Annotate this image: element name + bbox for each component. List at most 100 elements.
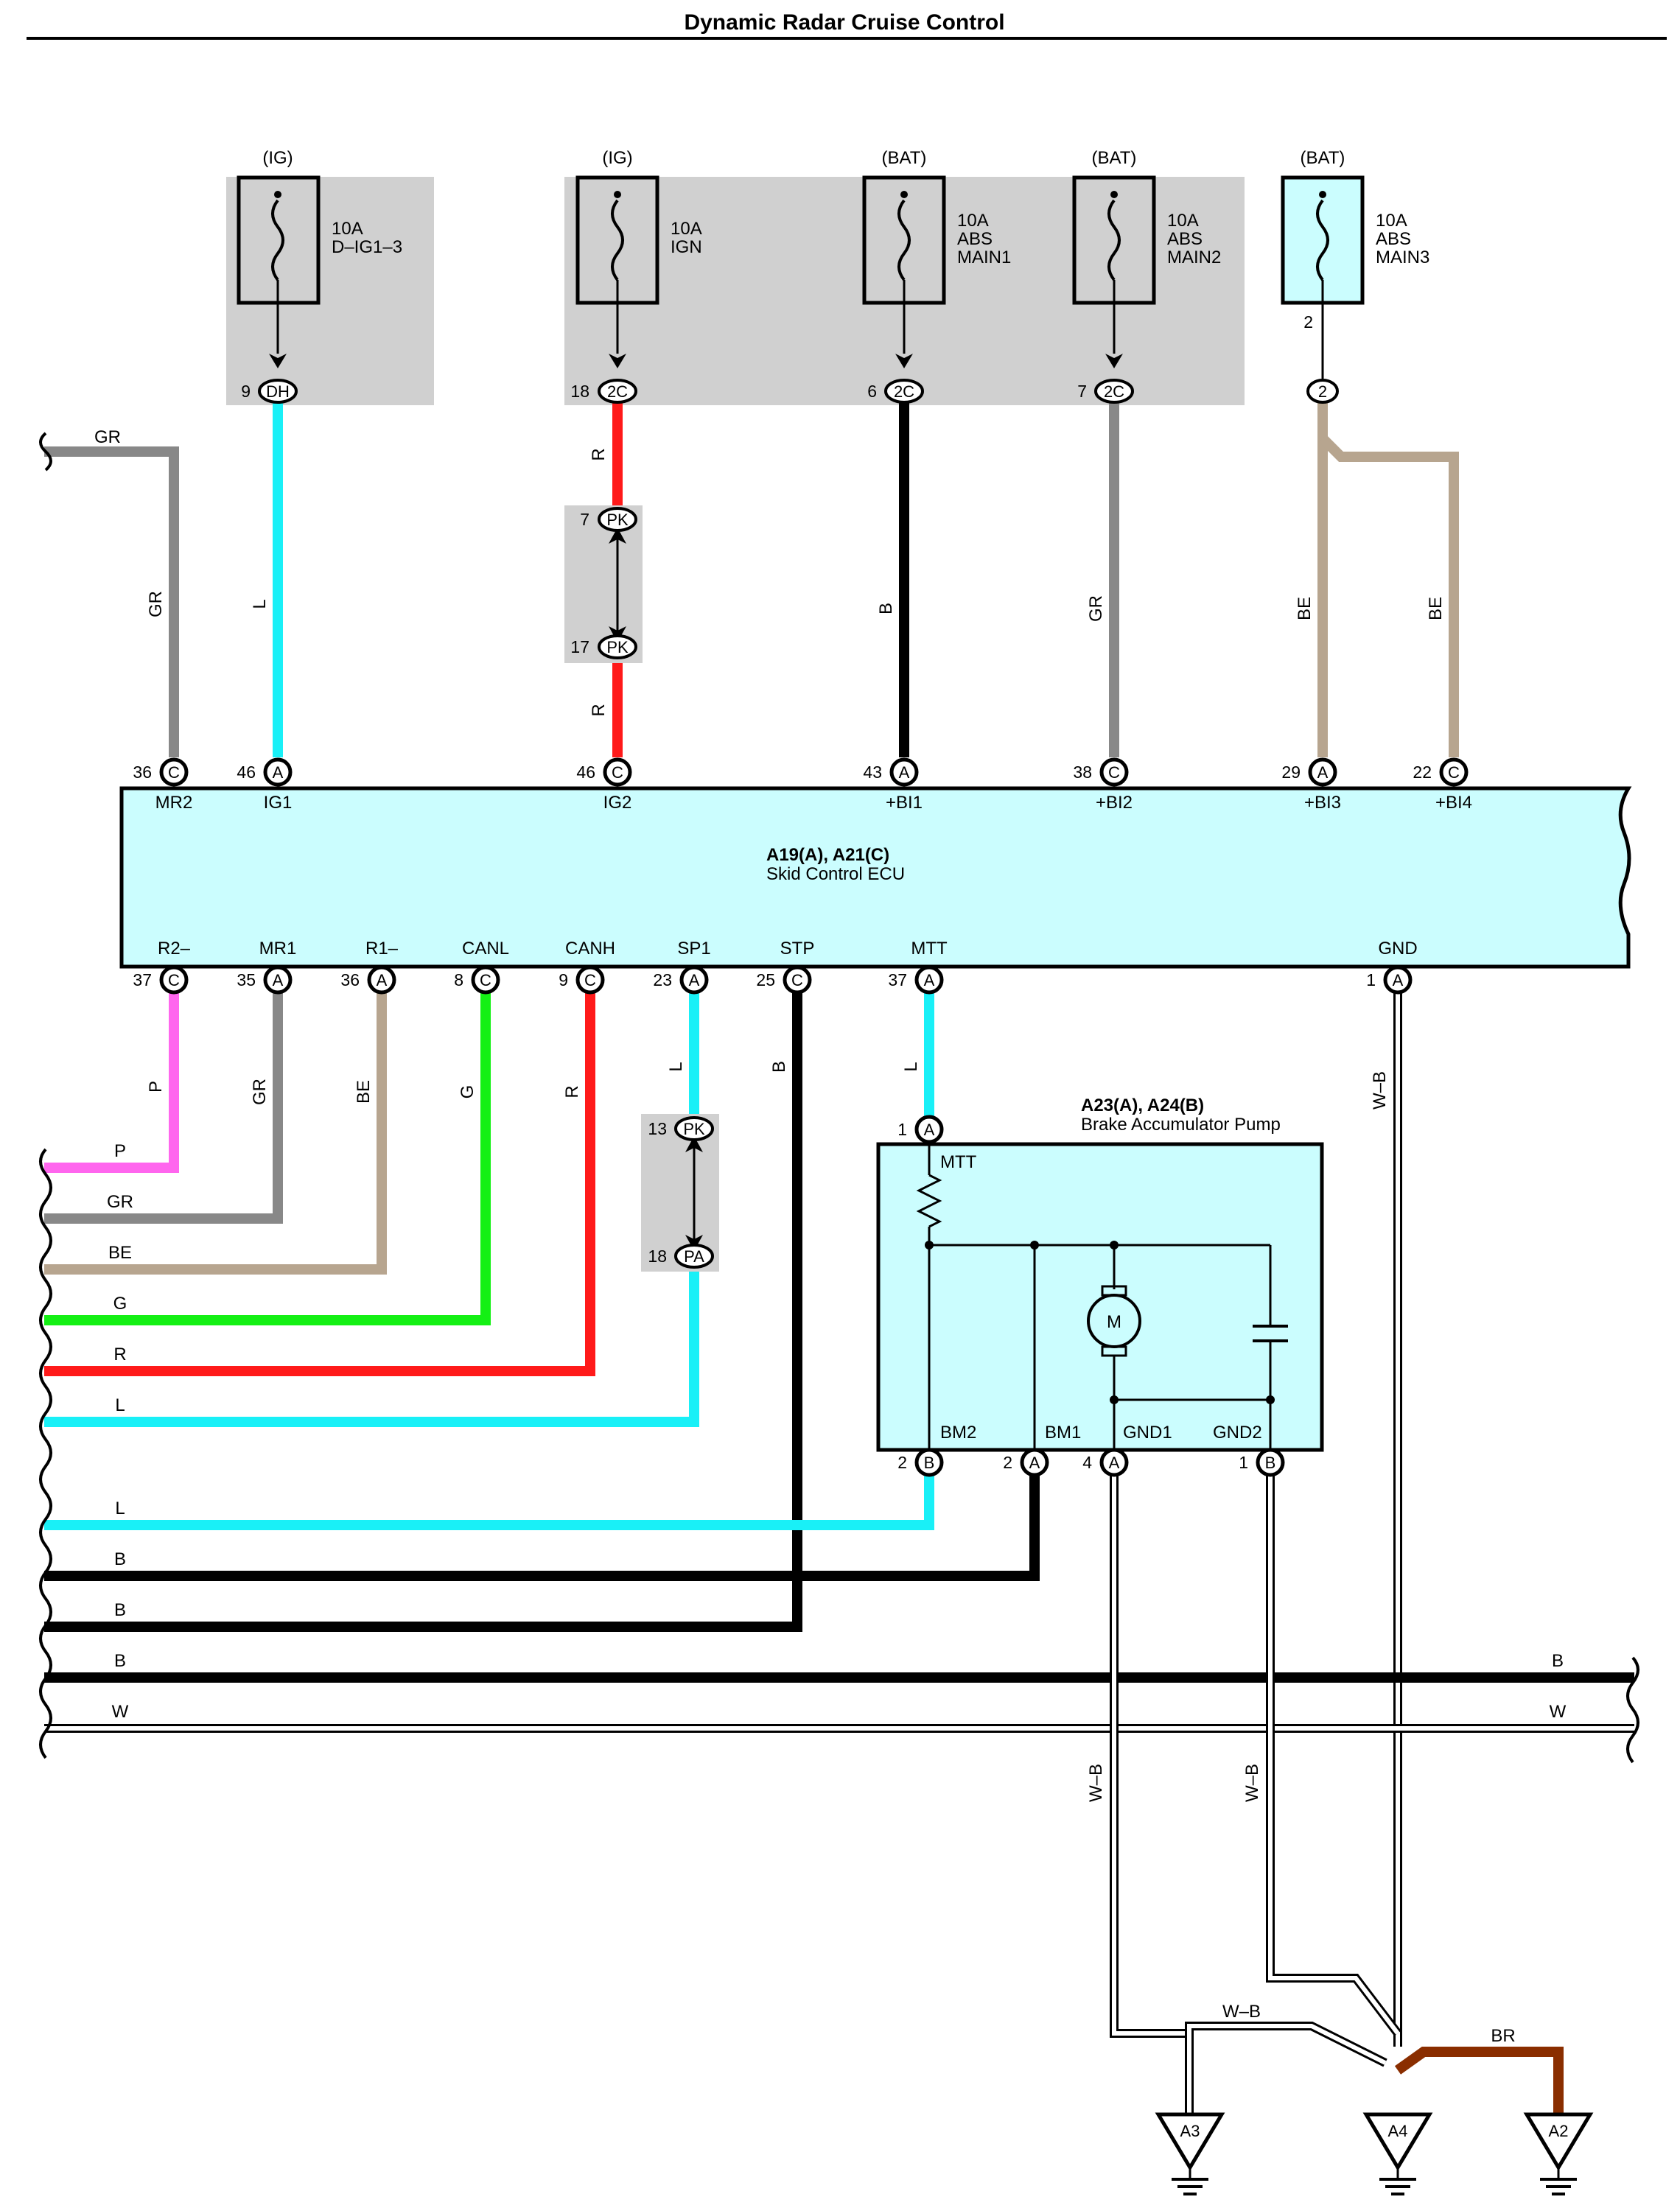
ground-a3-label: A3 [1180,2122,1200,2140]
fuse-4-name2: MAIN2 [1167,248,1221,267]
fuse-3-rating: 10A [957,211,989,231]
pump-pin-gnd2-num: 1 [1239,1453,1248,1472]
wire-bm2 [44,1473,934,1530]
ecu-name: Skid Control ECU [766,864,905,884]
diagram-title: Dynamic Radar Cruise Control [684,10,1004,35]
fuse-abs-main3: (BAT) 2 10A ABS MAIN3 [1281,148,1429,379]
pump-codes: A23(A), A24(B) [1081,1096,1204,1115]
bundle-label-4: R [113,1345,126,1364]
fuse-connectors: DH 9 2C 18 2C 6 2C 7 2 [241,379,1339,404]
ecu-pin-mr1-name: MR1 [259,939,297,958]
fuse-1-supply: (IG) [262,148,293,168]
ecu-pin-bi1-conn: A [899,763,910,782]
pump-pin-mtt-conn: A [924,1121,935,1139]
bundle-label-3: G [113,1294,127,1314]
wire-stp [44,980,802,1632]
fuse-shade-1 [226,177,434,405]
connector-pa-18 [674,1244,714,1269]
pump-pin-mtt-name: MTT [940,1152,977,1172]
ecu-pin-sp1-name: SP1 [677,939,710,958]
wire-label-bi4: BE [1426,597,1446,620]
ecu-pin-bi1-num: 43 [863,763,882,782]
ecu-pin-ig2-num: 46 [576,763,595,782]
fuse-2-name: IGN [671,237,702,257]
wire-label-r2: P [146,1081,166,1093]
ecu-pin-ig1-name: IG1 [264,793,293,813]
ecu-pin-bi4-name: +BI4 [1435,793,1472,813]
fuse-2-supply: (IG) [602,148,632,168]
ground-a4-label: A4 [1388,2122,1408,2140]
fuse-1-rating: 10A [332,219,363,239]
ecu-pin-canl-name: CANL [462,939,509,958]
wire-ground-link [1185,2022,1387,2067]
ecu-pin-r2-conn: C [168,971,180,989]
left-bundle-labels: P GR BE G R L L B B B W B W [107,1141,1567,1722]
ecu-pin-bi4-conn: C [1448,763,1460,782]
bundle-label-5: L [115,1395,125,1415]
ground-a2: A2 [1523,2112,1594,2195]
wire-label-bi2: GR [1086,595,1106,622]
ecu-pin-bi2-num: 38 [1073,763,1092,782]
wire-r2 [44,980,179,1173]
wire-label-mr2: GR [146,591,166,617]
pump-pin-mtt [914,1115,944,1144]
pump-pin-gnd1-conn: A [1109,1454,1120,1472]
fuse-5-rating: 10A [1376,211,1407,231]
connector-pk-13 [674,1116,714,1141]
ground-a3: A3 [1155,2112,1225,2195]
bundle-label-2: BE [108,1243,132,1263]
wire-label-ecu-gnd: W–B [1370,1071,1390,1110]
ecu-pin-sp1-num: 23 [653,970,672,989]
wire-sp1-b [44,1269,699,1427]
ecu-pin-canl-conn: C [480,971,491,989]
conn-main3-label: 2 [1318,382,1327,401]
bundle-label-1: GR [107,1192,133,1212]
ecu-top-pins: C 36 MR2 A 46 IG1 C 46 IG2 A 43 +BI1 C 3… [133,757,1472,813]
fuse-d-ig1-3: (IG) 10A D–IG1–3 [237,148,402,368]
wire-br [1394,2047,1564,2114]
fuse-5-supply: (BAT) [1301,148,1345,168]
bundle-right-label-1: W [1550,1702,1567,1722]
ecu-pin-mtt-num: 37 [888,970,907,989]
fuse-ign: (IG) 10A IGN [575,148,702,368]
ecu-pin-mr2-conn: C [168,763,180,782]
conn-2c-ign-label: 2C [607,382,628,401]
pin-2c-main2: 7 [1077,382,1087,401]
fuse-4-rating: 10A [1167,211,1199,231]
fuse-1-name: D–IG1–3 [332,237,402,257]
ground-a4: A4 [1362,2112,1433,2195]
ecu-pin-ig2-conn: C [612,763,623,782]
fuse-3-name1: ABS [957,229,993,249]
ecu-pin-gnd-name: GND [1378,939,1417,958]
ecu-pin-stp-conn: C [791,971,803,989]
connector-pk-7 [598,507,637,532]
connector-pk-17 [598,634,637,659]
wire-label-sp1: L [666,1062,686,1071]
ecu-pin-sp1-conn: A [689,971,700,989]
skid-control-ecu-box [119,786,1632,969]
pump-pin-gnd2-conn: B [1265,1454,1276,1472]
pin-pk-13: 13 [648,1119,667,1138]
bundle-label-10: W [112,1702,129,1722]
ecu-pin-canh-name: CANH [565,939,615,958]
pump-pin-bm1-conn: A [1029,1454,1040,1472]
ecu-pin-stp-num: 25 [756,970,775,989]
junction-shade-2 [641,1114,719,1272]
ecu-pin-mtt-name: MTT [911,939,948,958]
ecu-pin-ig1-conn: A [273,763,284,782]
ecu-pin-canh-conn: C [584,971,596,989]
motor-label: M [1107,1312,1121,1332]
pump-circuit: M MTT [916,1144,1288,1462]
ecu-pin-r1-num: 36 [340,970,360,989]
bundle-label-7: B [114,1549,126,1569]
fuse-4-name1: ABS [1167,229,1203,249]
ecu-pin-r2-name: R2– [158,939,191,958]
pump-name: Brake Accumulator Pump [1081,1115,1281,1135]
fuse-3-supply: (BAT) [882,148,927,168]
ecu-pin-ig1-num: 46 [237,763,256,782]
wire-label-gr-top: GR [94,427,121,447]
wire-label-stp: B [769,1061,789,1073]
ground-a2-label: A2 [1549,2122,1569,2140]
wire-gnd2 [1266,1473,1401,2036]
